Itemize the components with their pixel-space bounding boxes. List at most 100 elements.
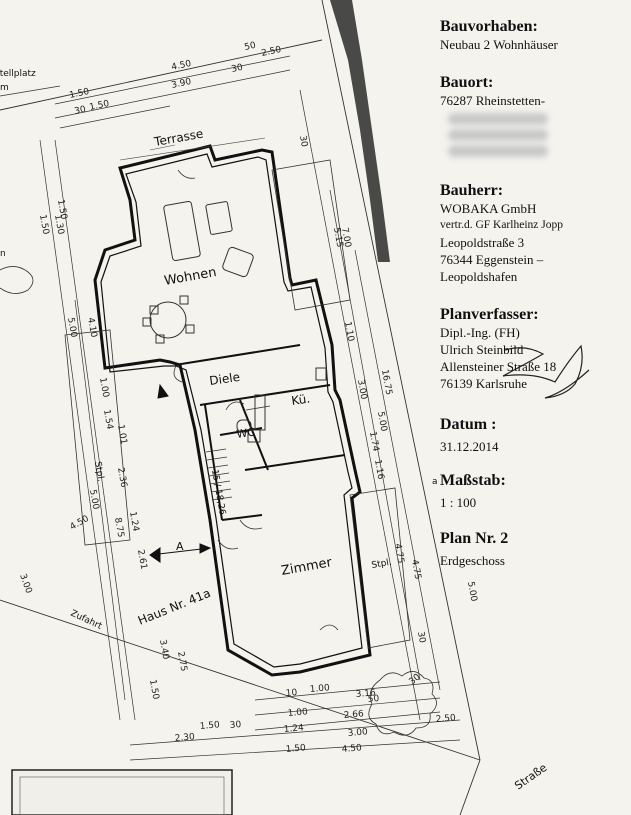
fragment-n: n xyxy=(0,249,6,259)
dimension-label: 4.50 xyxy=(69,514,92,533)
dimension-label: 1.54 xyxy=(101,409,114,431)
dimension-label: 3.00 xyxy=(347,727,368,739)
dimension-label: 50 xyxy=(367,694,380,705)
dimension-label: 30 xyxy=(74,105,88,117)
fragment-m: m xyxy=(0,83,9,93)
section-a-label: A xyxy=(176,540,184,553)
dimension-label: 2.30 xyxy=(174,732,195,744)
dimension-label: 1.00 xyxy=(97,377,110,399)
dimension-label: 30 xyxy=(415,631,427,644)
planverfasser-line-2: Ulrich Steinbild xyxy=(440,342,524,357)
dimension-label: 1.50 xyxy=(69,87,91,101)
dimension-label: 10 xyxy=(285,688,298,699)
dimension-label: 4.50 xyxy=(341,743,362,755)
house-number-label: Haus Nr. 41a xyxy=(136,586,213,628)
room-label-zimmer: Zimmer xyxy=(280,555,334,579)
handwritten-signature xyxy=(502,344,590,399)
planverfasser-line-4: 76139 Karlsruhe xyxy=(440,376,528,391)
dimension-label: 1.10 xyxy=(342,321,355,343)
bauherr-line-5: Leopoldshafen xyxy=(440,269,518,284)
dimension-label: 4.75 xyxy=(409,559,422,580)
datum-value: 31.12.2014 xyxy=(440,439,499,454)
planverfasser-block: Planverfasser: Dipl.-Ing. (FH) Ulrich St… xyxy=(440,306,556,392)
fragment-a: a xyxy=(432,477,438,487)
parking-label-right: Stpl. xyxy=(371,558,393,571)
dimension-label: 1.50 xyxy=(55,199,68,221)
stellplatz-fragment: Stellplatz xyxy=(0,69,36,79)
room-label-diele: Diele xyxy=(208,370,240,388)
dimension-label: 5.00 xyxy=(465,581,478,603)
planverfasser-line-3: Allensteiner Straße 18 xyxy=(440,359,557,374)
dimension-label: 3.00 xyxy=(17,573,33,596)
dimension-label: 1.24 xyxy=(127,511,140,533)
dimension-label: 1.50 xyxy=(37,214,50,236)
dimension-label: 16.75 xyxy=(379,369,393,396)
dimension-label: 2.66 xyxy=(343,709,364,721)
dimension-label: 4.50 xyxy=(171,59,193,73)
dimension-label: 1.50 xyxy=(147,679,160,701)
dimension-label: 5.00 xyxy=(87,489,100,511)
dimension-label: 1.50 xyxy=(199,720,220,732)
dimension-label: 3.90 xyxy=(171,77,193,91)
dimension-label: 2.61 xyxy=(135,549,148,570)
dimension-label: 1.74 xyxy=(367,431,380,453)
room-label-kueche: Kü. xyxy=(290,392,310,408)
parking-label-left: Stpl. xyxy=(92,461,105,483)
dimension-label: 1.50 xyxy=(89,99,111,113)
room-label-wc: WC xyxy=(236,425,257,441)
bauherr-block: Bauherr: WOBAKA GmbH vertr.d. GF Karlhei… xyxy=(440,182,563,285)
redacted-address xyxy=(448,113,548,125)
dimension-label: 2.75 xyxy=(175,651,188,672)
room-label-wohnen: Wohnen xyxy=(163,265,218,289)
dimension-label: 30 xyxy=(229,720,242,731)
dimension-label: 1.00 xyxy=(309,683,330,695)
plan-block: Plan Nr. 2 Erdgeschoss xyxy=(440,530,508,569)
dimension-label: 5.00 xyxy=(65,317,78,339)
dimension-label: 30 xyxy=(231,63,245,75)
dimension-label: 1.50 xyxy=(285,743,306,755)
plan-number-heading: Plan Nr. 2 xyxy=(440,530,509,547)
plan-description: Erdgeschoss xyxy=(440,553,505,568)
bauvorhaben-line-1: Neubau 2 Wohnhäuser xyxy=(440,37,558,52)
dimension-label: 3.00 xyxy=(355,379,368,401)
redacted-address xyxy=(448,129,548,141)
bauherr-line-3: Leopoldstraße 3 xyxy=(440,235,525,250)
dimension-label: 4.10 xyxy=(85,317,98,339)
bauvorhaben-block: Bauvorhaben: Neubau 2 Wohnhäuser xyxy=(440,18,558,53)
redacted-address xyxy=(448,145,548,157)
bauvorhaben-heading: Bauvorhaben: xyxy=(440,18,538,35)
dimension-label: 4.75 xyxy=(392,543,405,564)
dimension-label: 5.15 xyxy=(331,227,344,248)
bauort-heading: Bauort: xyxy=(440,74,494,91)
massstab-heading: Maßstab: xyxy=(440,472,506,489)
bauherr-line-4: 76344 Eggenstein – xyxy=(440,252,544,267)
planverfasser-line-1: Dipl.-Ing. (FH) xyxy=(440,325,520,340)
dimension-label: 30 xyxy=(297,135,309,148)
room-label-terrasse: Terrasse xyxy=(152,127,204,150)
dimension-label: 2.50 xyxy=(435,713,456,725)
dimension-label: 1.16 xyxy=(372,459,385,481)
planverfasser-heading: Planverfasser: xyxy=(440,306,539,323)
datum-block: Datum : 31.12.2014 xyxy=(440,416,499,455)
dimension-label: 5.00 xyxy=(375,411,388,433)
bauherr-line-2: vertr.d. GF Karlheinz Jopp xyxy=(440,219,563,231)
bauort-line-1: 76287 Rheinstetten- xyxy=(440,93,546,108)
datum-heading: Datum : xyxy=(440,416,497,433)
dimension-label: 1.30 xyxy=(52,214,65,236)
bauort-block: Bauort: 76287 Rheinstetten- xyxy=(440,74,548,161)
bauherr-line-1: WOBAKA GmbH xyxy=(440,201,537,216)
dimension-label: 2.50 xyxy=(261,45,283,59)
dimension-label: 7.00 xyxy=(339,227,352,249)
dimension-label: 1.01 xyxy=(115,424,128,445)
dimension-label: 3.16 xyxy=(355,688,376,700)
dimension-label: 8.75 xyxy=(112,517,125,538)
dimension-label: 1.00 xyxy=(287,707,308,719)
dimension-label: 1.24 xyxy=(283,723,304,735)
massstab-value: 1 : 100 xyxy=(440,495,477,510)
